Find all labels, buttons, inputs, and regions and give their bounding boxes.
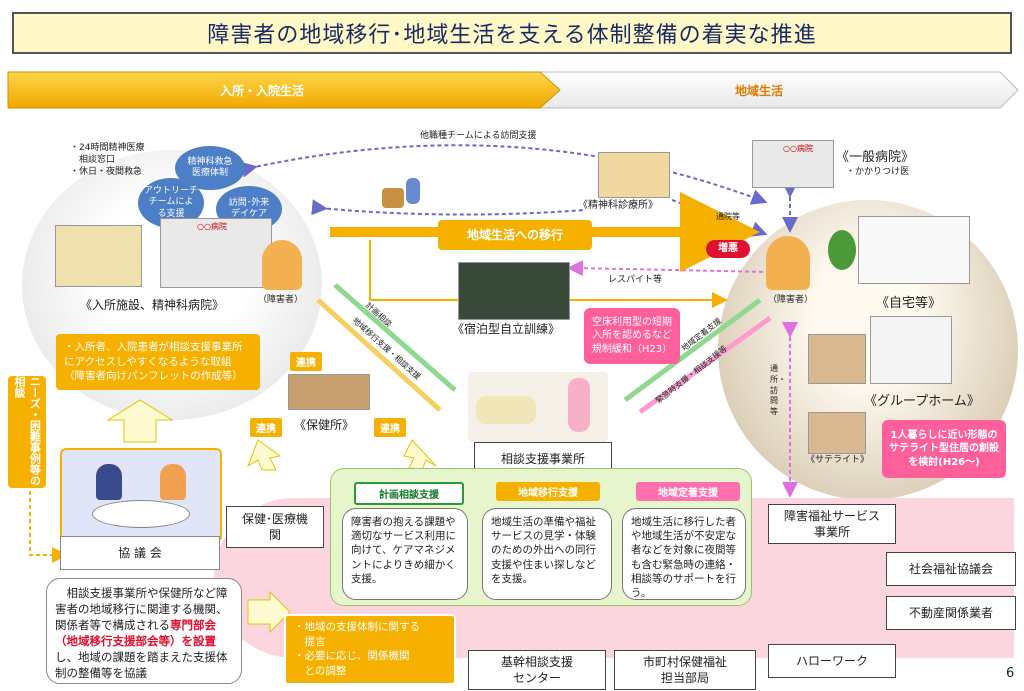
general-hospital-label: 《一般病院》 — [836, 150, 915, 165]
transition-consult-arrow — [316, 298, 442, 412]
satellite-note: 1人暮らしに近い形態のサテライト型住居の創設を検討(H26～) — [882, 420, 1006, 478]
car-icon — [382, 188, 404, 208]
settlement-arrow — [623, 297, 762, 403]
lodging-building-icon — [458, 262, 570, 320]
lodging-arrow — [369, 240, 728, 308]
kyogikai-box: 協 議 会 — [60, 536, 220, 570]
van-icon — [476, 396, 536, 424]
staff-icon — [568, 378, 590, 432]
renkei-badge-top: 連携 — [290, 352, 322, 371]
home-label: 《自宅等》 — [876, 296, 942, 311]
tree-icon — [828, 230, 856, 270]
transition-support-head: 地域移行支援 — [496, 482, 600, 501]
tsusho-label: 通所・訪問等 — [770, 364, 786, 417]
health-center-building-icon — [288, 374, 370, 410]
phase-left-label: 入所・入院生活 — [220, 84, 305, 98]
team-visit-label: 他職種チームによる訪問支援 — [420, 131, 537, 141]
attendee-icon-1 — [96, 464, 122, 500]
kyogikai-role-note: ・地域の支援体制に関する 提言 ・必要に応じ、関係機関 との調整 — [284, 614, 456, 685]
hospital-sign: ○○病院 — [197, 222, 227, 231]
fudosan-box: 不動産関係業者 — [886, 596, 1016, 630]
facility-building-icon — [55, 225, 142, 287]
attendee-icon-2 — [160, 464, 186, 500]
settlement-support-body: 地域生活に移行した者や地域生活が不安定な者などを対象に夜間等も含む緊急時の連絡・… — [622, 508, 746, 600]
consultation-scene-icon — [468, 372, 608, 442]
health-center-label: 《保健所》 — [294, 418, 355, 432]
hoken-iryo-box: 保健･医療機 関 — [226, 506, 324, 548]
outreach-arrow — [311, 199, 586, 216]
transition-support-body: 地域生活の準備や福祉サービスの見学・体験のための外出への同行支援や住まい探しなど… — [482, 508, 612, 600]
team-visit-arrow — [240, 144, 768, 205]
plan-consult-body: 障害者の抱える課題や適切なサービス利用に向けて、ケアマネジメントによりきめ細かく… — [342, 508, 468, 600]
psych-clinic-label: 《精神科診療所》 — [578, 200, 658, 211]
settlement-support-head: 地域定着支援 — [636, 482, 740, 501]
community-person-icon — [766, 236, 810, 290]
page-number: 6 — [1006, 666, 1015, 681]
kakaritsuke-label: ・かかりつけ医 — [846, 167, 910, 177]
person-icon — [262, 240, 302, 290]
visit-small-label: 通院等 — [716, 212, 740, 221]
renkei-badge-right: 連携 — [374, 418, 406, 437]
kyogikai-meeting-icon — [60, 448, 222, 542]
needs-label: ニーズ・困難事例等の相談 — [8, 376, 46, 488]
walker-icon — [406, 178, 420, 204]
group-home-icon-2 — [870, 316, 952, 384]
home-building-icon — [858, 216, 970, 284]
page-title: 障害者の地域移行･地域生活を支える体制整備の着実な推進 — [12, 12, 1012, 54]
community-person-label: （障害者） — [768, 295, 814, 305]
general-hospital-building-icon: ○○病院 — [752, 140, 834, 188]
down-right-arrow — [403, 439, 437, 471]
facility-label: 《入所施設、精神科病院》 — [80, 298, 225, 312]
kyogikai-description-highlight: 専門部会（地域移行支援部会等）を設置 — [55, 618, 216, 649]
general-hospital-sign: ○○病院 — [783, 144, 813, 153]
shichoson-box: 市町村保健福祉 担当部局 — [614, 650, 756, 690]
group-home-icon-1 — [808, 334, 866, 384]
table-icon — [92, 500, 190, 528]
phase-right-label: 地域生活 — [735, 84, 784, 98]
respite-arrow — [567, 260, 771, 277]
transition-label: 地域生活への移行 — [438, 220, 592, 250]
pamphlet-note: ・入所者、入院患者が相談支援事業所にアクセスしやすくなるような取組（障害者向けパ… — [56, 334, 260, 391]
kikan-center-box: 基幹相談支援 センター — [468, 650, 606, 690]
clinic-building-icon — [598, 152, 670, 198]
plan-consult-arrow — [333, 283, 457, 392]
kyogikai-description: 相談支援事業所や保健所など障害者の地域移行に関連する機関、関係者等で構成される専… — [46, 578, 242, 684]
increase-badge: 増悪 — [706, 240, 750, 258]
satellite-icon — [808, 412, 866, 454]
down-left-arrow — [247, 439, 282, 471]
phase-arrows — [7, 71, 1019, 109]
up-arrow — [106, 399, 174, 443]
group-home-label: 《グループホーム》 — [864, 394, 980, 409]
fukushi-jigyosho-box: 障害福祉サービス 事業所 — [768, 504, 896, 544]
person-label: （障害者） — [258, 295, 304, 305]
right-arrow — [247, 590, 291, 634]
hello-work-box: ハローワーク — [768, 644, 896, 678]
respite-label: レスパイト等 — [608, 275, 663, 285]
short-stay-note: 空床利用型の短期入所を認めるなど規制緩和（H23） — [584, 308, 680, 364]
plan-consult-head: 計画相談支援 — [354, 482, 464, 505]
institution-phase-arrow — [7, 71, 561, 109]
hospital-building-icon: ○○病院 — [160, 218, 272, 288]
renkei-badge-left: 連携 — [250, 418, 282, 437]
services-note: ・24時間精神医療 相談窓口 ・休日・夜間救急 — [70, 143, 145, 178]
shakai-fukushi-box: 社会福祉協議会 — [886, 552, 1016, 586]
satellite-label: 《サテライト》 — [806, 455, 870, 465]
emergency-arrow — [638, 315, 772, 415]
lodging-label: 《宿泊型自立訓練》 — [452, 322, 561, 336]
